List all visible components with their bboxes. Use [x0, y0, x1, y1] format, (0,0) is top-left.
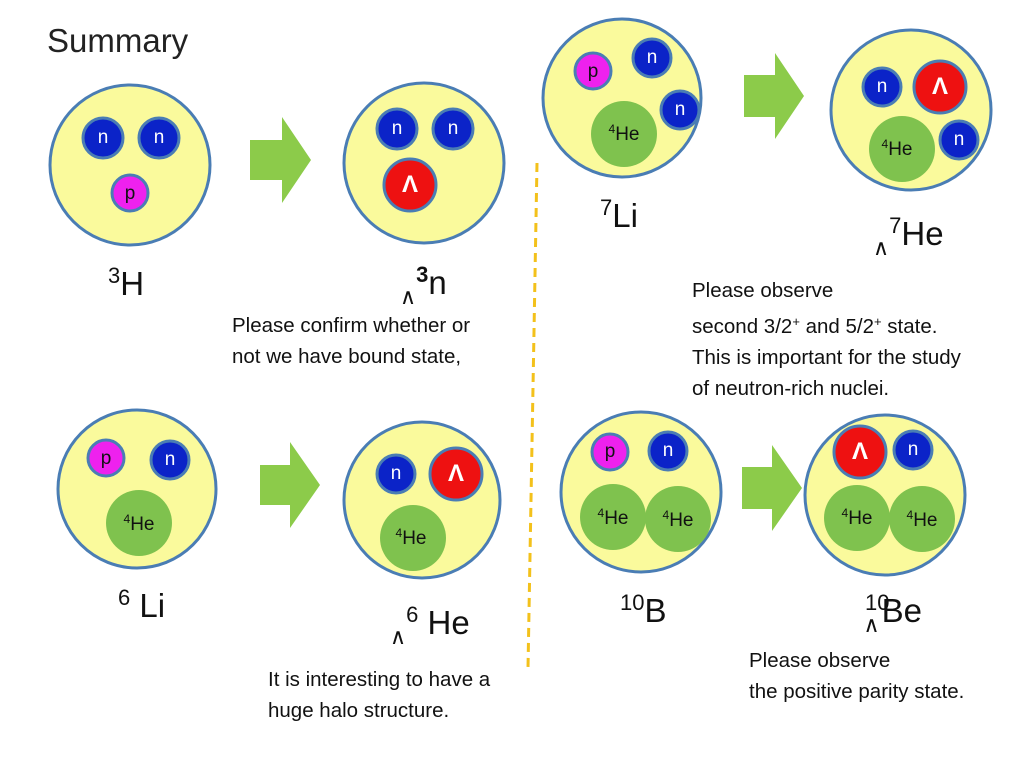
note-line: huge halo structure. [268, 699, 450, 722]
label-mass: 10 [865, 590, 890, 615]
neutron [861, 66, 903, 108]
neutron [149, 439, 191, 481]
nucleus-3h [48, 83, 212, 247]
arrow-7li-to-l7he [744, 53, 804, 139]
neutron [431, 107, 475, 151]
label-l10be: 10∧Be [863, 590, 922, 637]
label-l6he: ∧6 He [390, 602, 470, 649]
label-symbol: Be [881, 592, 922, 629]
label-symbol: B [644, 592, 667, 629]
hyper-mark: ∧ [863, 612, 880, 637]
lambda [428, 446, 484, 502]
label-7li: 7Li [600, 195, 638, 235]
neutron [631, 37, 673, 79]
neutron [137, 116, 181, 160]
note-l10be: Please observe the positive parity state… [749, 645, 964, 707]
alpha [106, 490, 172, 556]
label-mass: 3 [416, 262, 429, 287]
proton [86, 438, 126, 478]
note-line: Please observe [749, 649, 891, 672]
neutron [892, 429, 934, 471]
nucleus-6li [56, 408, 218, 570]
nucleus-l10be [803, 413, 967, 577]
hyper-mark: ∧ [390, 624, 407, 649]
neutron [938, 119, 980, 161]
label-10b: 10B [620, 590, 667, 630]
nucleus-l7he [829, 28, 993, 192]
arrow-3h-to-l3n [250, 117, 311, 203]
alpha [824, 485, 890, 551]
label-mass: 6 [406, 602, 419, 627]
note-line: second 3/2+ and 5/2+ state. [692, 306, 961, 342]
label-l3n: ∧3n [400, 262, 447, 309]
alpha [591, 101, 657, 167]
divider-line [526, 162, 539, 669]
hyper-mark: ∧ [400, 284, 417, 309]
proton [573, 51, 613, 91]
label-l7he: ∧7He [873, 213, 944, 260]
page-title: Summary [47, 22, 189, 59]
label-6li: 6 Li [118, 585, 165, 625]
label-mass: 10 [620, 590, 645, 615]
label-symbol: Li [612, 197, 638, 234]
alpha [380, 505, 446, 571]
label-mass: 3 [108, 263, 121, 288]
label-mass: 7 [600, 195, 613, 220]
note-line: Please confirm whether or [232, 314, 471, 337]
hyper-mark: ∧ [873, 235, 890, 260]
label-symbol: H [120, 265, 145, 302]
neutron [659, 89, 701, 131]
neutron [81, 116, 125, 160]
note-line: of neutron-rich nuclei. [692, 377, 890, 400]
nucleus-l6he [342, 420, 502, 580]
note-line: not we have bound state, [232, 345, 462, 368]
label-symbol: He [901, 215, 944, 252]
lambda [382, 157, 438, 213]
note-text: second 3/2 [692, 315, 793, 338]
alpha [869, 116, 935, 182]
alpha [889, 486, 955, 552]
alpha [645, 486, 711, 552]
nucleus-l3n [342, 81, 506, 245]
note-line: It is interesting to have a [268, 668, 491, 691]
note-line: Please observe [692, 279, 834, 302]
neutron [647, 430, 689, 472]
note-l3n: Please confirm whether or not we have bo… [232, 310, 470, 372]
note-text: state. [881, 315, 938, 338]
arrow-10b-to-l10be [742, 445, 802, 531]
lambda [912, 59, 968, 115]
note-l7he: Please observe second 3/2+ and 5/2+ stat… [692, 275, 961, 404]
lambda [832, 424, 888, 480]
note-text: and 5/2 [799, 315, 874, 338]
label-3h: 3H [108, 263, 144, 303]
arrow-6li-to-l6he [260, 442, 320, 528]
label-symbol: Li [139, 587, 166, 624]
nucleus-10b [559, 410, 723, 574]
note-l6he: It is interesting to have a huge halo st… [268, 664, 490, 726]
label-symbol: He [427, 604, 470, 641]
alpha [580, 484, 646, 550]
label-mass: 6 [118, 585, 131, 610]
label-symbol: n [428, 264, 447, 301]
proton [590, 432, 630, 472]
note-line: This is important for the study [692, 346, 961, 369]
label-mass: 7 [889, 213, 902, 238]
nucleus-7li [541, 17, 703, 179]
parity-sup: + [874, 314, 882, 329]
neutron [375, 107, 419, 151]
note-line: the positive parity state. [749, 680, 965, 703]
proton [110, 173, 150, 213]
neutron [375, 453, 417, 495]
parity-sup: + [792, 314, 800, 329]
